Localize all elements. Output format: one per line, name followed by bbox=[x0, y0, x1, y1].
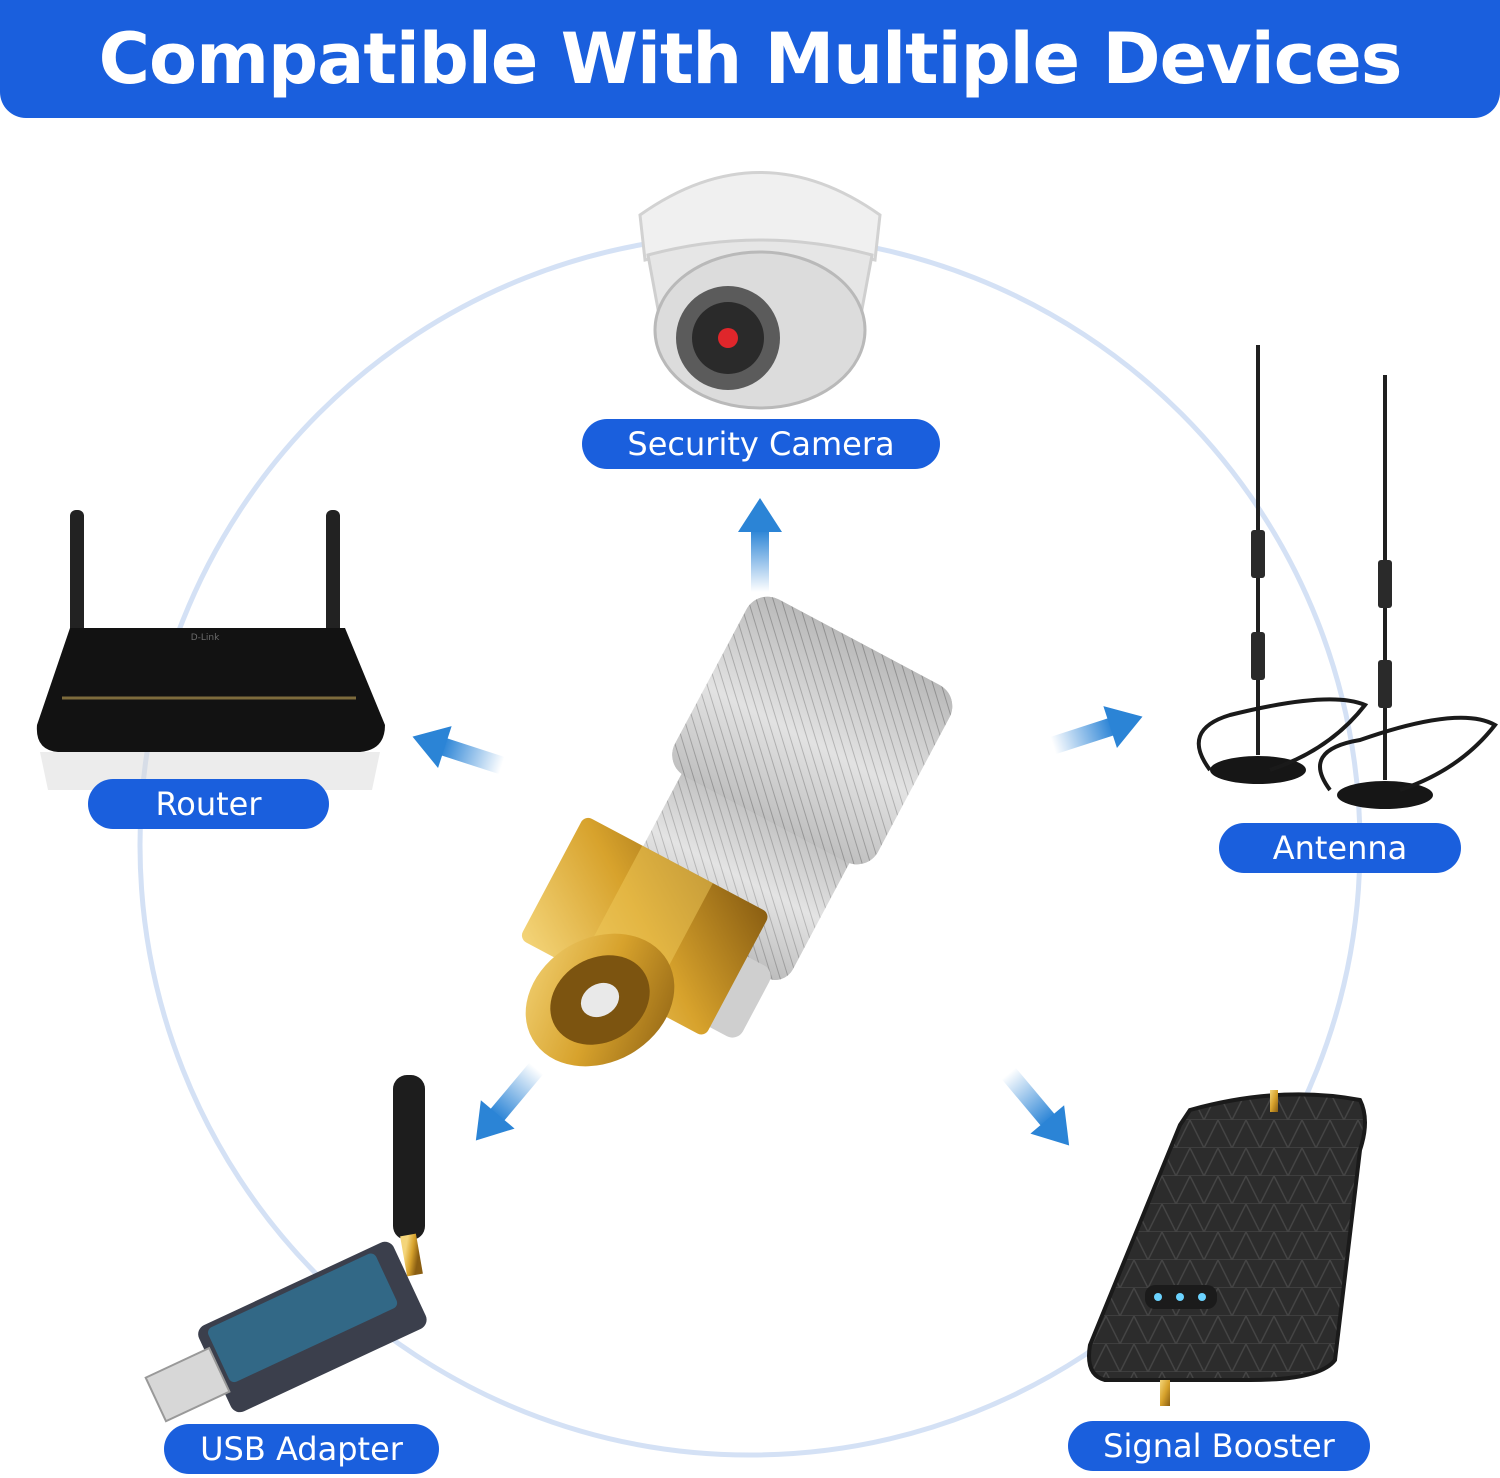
usb-adapter-icon bbox=[144, 1075, 427, 1423]
label-antenna: Antenna bbox=[1219, 823, 1461, 873]
title-banner: Compatible With Multiple Devices bbox=[0, 0, 1500, 118]
arrow-right-icon bbox=[1050, 706, 1143, 755]
arrow-down-right-icon bbox=[1001, 1067, 1070, 1146]
page-title: Compatible With Multiple Devices bbox=[98, 18, 1403, 100]
label-security-camera: Security Camera bbox=[582, 419, 940, 469]
label-signal-booster: Signal Booster bbox=[1068, 1421, 1370, 1471]
label-usb-adapter: USB Adapter bbox=[164, 1424, 439, 1474]
arrow-down-left-icon bbox=[475, 1062, 544, 1141]
sma-connector-icon bbox=[521, 596, 953, 1067]
dome-camera-icon bbox=[638, 171, 882, 410]
signal-booster-icon bbox=[1087, 1090, 1367, 1406]
svg-text:D-Link: D-Link bbox=[191, 633, 220, 643]
router-icon: D-Link bbox=[36, 510, 386, 790]
antenna-icon bbox=[1196, 345, 1498, 809]
label-router: Router bbox=[88, 779, 329, 829]
arrow-up-icon bbox=[738, 498, 782, 592]
arrow-left-icon bbox=[412, 726, 505, 775]
